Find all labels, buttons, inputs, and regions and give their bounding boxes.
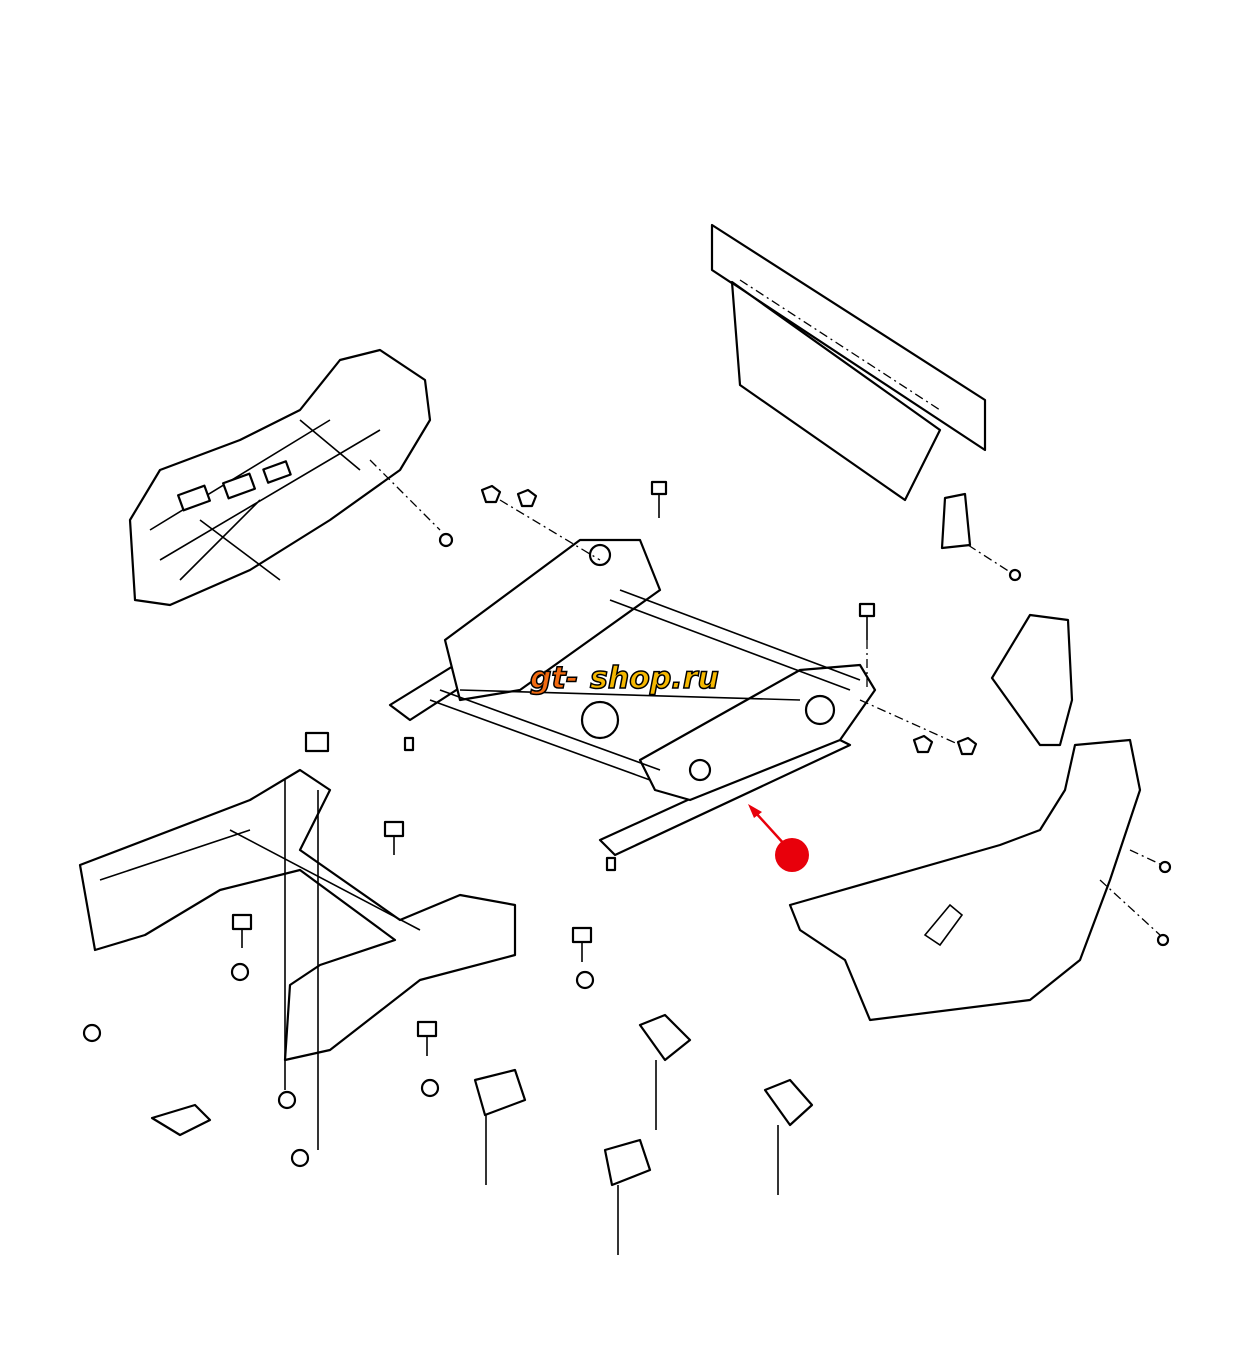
watermark-text-left: gt- [530, 661, 578, 696]
watermark-text-right: shop.ru [590, 661, 719, 696]
lower-riser-frame [78, 768, 517, 1150]
callout-marker [748, 804, 809, 872]
right-side-covers [788, 613, 1172, 1022]
seat-adjuster-frame [388, 538, 877, 872]
seat-back-panel [710, 223, 987, 502]
gt-shop-watermark-logo: gt- shop.ru [529, 660, 719, 697]
left-side-shield [128, 348, 454, 607]
lower-fasteners [82, 820, 814, 1255]
fasteners-upper [304, 480, 1022, 756]
